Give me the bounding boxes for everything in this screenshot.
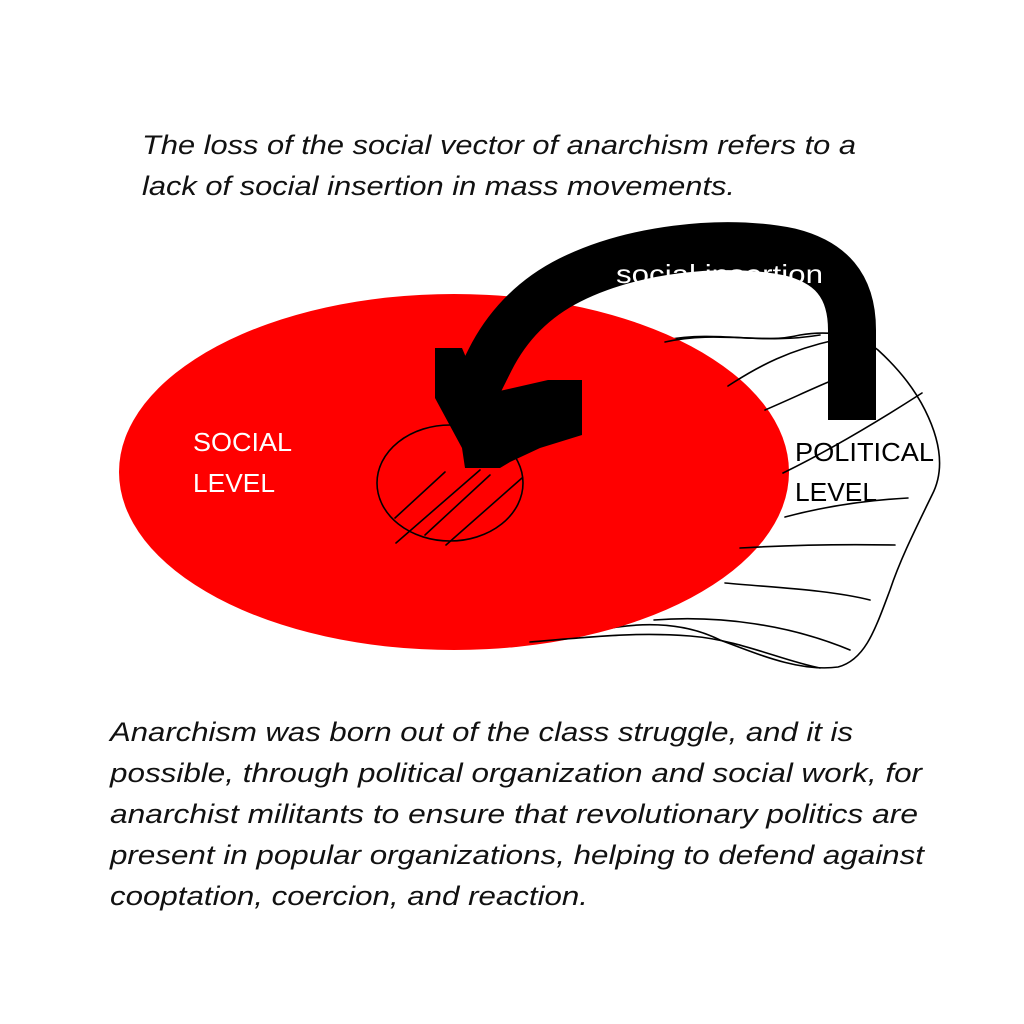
caption-top-line: lack of social insertion in mass movemen…: [142, 171, 735, 201]
caption-bottom: Anarchism was born out of the class stru…: [108, 717, 926, 911]
social-level-label-line: LEVEL: [193, 468, 275, 498]
caption-bottom-line: possible, through political organization…: [109, 758, 923, 788]
political-level-label-line: LEVEL: [795, 477, 877, 507]
caption-bottom-line: present in popular organizations, helpin…: [109, 840, 926, 870]
political-level-label: POLITICAL LEVEL: [795, 437, 934, 507]
social-level-shape: [119, 294, 789, 650]
arrow-label: social insertion: [616, 259, 823, 289]
political-hatching: [529, 334, 923, 669]
caption-bottom-line: Anarchism was born out of the class stru…: [108, 717, 853, 747]
social-level-label: SOCIAL LEVEL: [193, 427, 292, 498]
political-level-label-line: POLITICAL: [795, 437, 934, 467]
caption-bottom-line: anarchist militants to ensure that revol…: [110, 799, 918, 829]
caption-top: The loss of the social vector of anarchi…: [142, 130, 856, 201]
social-level-label-line: SOCIAL: [193, 427, 292, 457]
caption-top-line: The loss of the social vector of anarchi…: [142, 130, 856, 160]
social-insertion-arrow: social insertion: [435, 222, 876, 468]
caption-bottom-line: cooptation, coercion, and reaction.: [110, 881, 588, 911]
